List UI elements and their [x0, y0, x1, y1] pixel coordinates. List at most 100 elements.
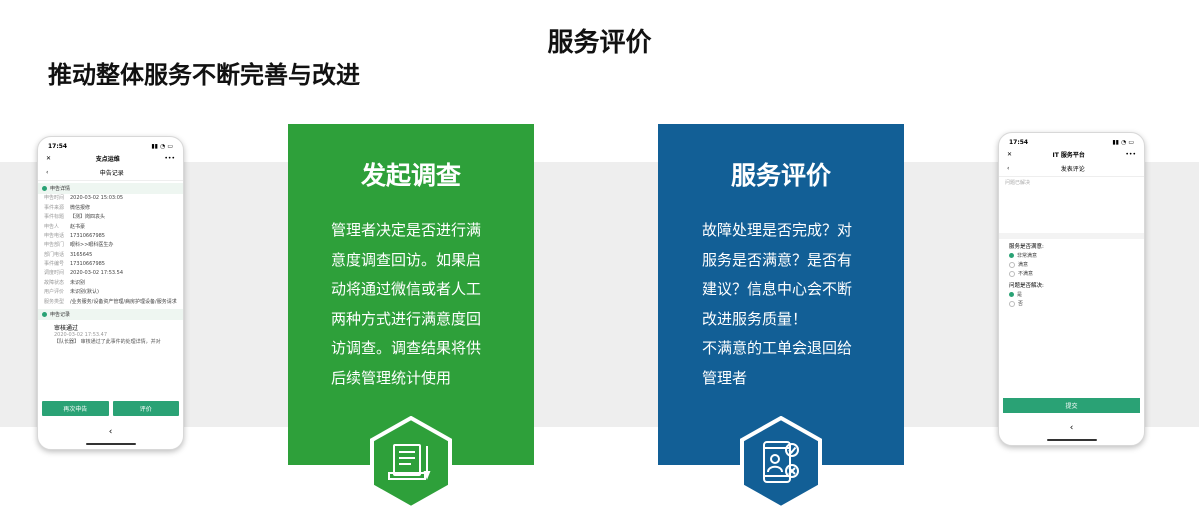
evaluation-line: 不满意的工单会退回给 — [702, 339, 853, 357]
more-icon[interactable]: ••• — [164, 155, 175, 162]
detail-key: 服务类型 — [44, 298, 65, 305]
timeline-text: 【队长器】 审核通过了此事件的处理详情，并对 — [54, 338, 161, 345]
app-title: IT 服务平台 — [1052, 152, 1085, 159]
option-label: 非常满意 — [1017, 253, 1038, 259]
radio-checked-icon — [1009, 253, 1014, 258]
status-bar: 17:54 ▮▮ ◔ ▭ — [999, 133, 1144, 148]
evaluation-card-title: 服务评价 — [730, 161, 831, 190]
detail-row: 故障状态未识别 — [38, 278, 183, 287]
evaluation-line: 建议？信息中心会不断 — [702, 280, 853, 298]
submit-button[interactable]: 提交 — [1003, 398, 1140, 413]
back-icon[interactable]: ‹ — [1069, 423, 1074, 433]
detail-row: 申告时间 2020-03-02 15:03:05 — [38, 194, 183, 203]
detail-key: 事件来源 — [44, 204, 65, 211]
page-header-title: 发表评论 — [1060, 166, 1085, 173]
home-indicator: ‹ — [999, 423, 1144, 441]
app-title: 支点运维 — [95, 156, 120, 163]
home-bar — [1046, 439, 1097, 441]
signal-battery-icon: ▮▮ ◔ ▭ — [1112, 139, 1134, 146]
back-chevron-icon[interactable]: ‹ — [46, 169, 49, 176]
option-label: 否 — [1018, 301, 1024, 307]
satisfaction-option[interactable]: 非常满意 — [999, 251, 1144, 260]
detail-value: 17310667985 — [70, 261, 105, 268]
detail-key: 申告时间 — [44, 195, 65, 202]
status-time: 17:54 — [48, 143, 68, 150]
evaluation-line: 改进服务质量！ — [702, 309, 808, 328]
rate-button[interactable]: 评价 — [112, 401, 179, 416]
detail-key: 申告部门 — [44, 242, 65, 249]
info-icon — [42, 311, 47, 317]
satisfaction-question: 服务是否满意: — [1009, 244, 1044, 250]
detail-value: 2020-03-02 17:53.54 — [70, 270, 124, 277]
detail-key: 事件标题 — [44, 214, 65, 221]
detail-value: 微信报修 — [70, 204, 91, 211]
detail-key: 申告人 — [44, 223, 60, 230]
info-icon — [42, 186, 47, 191]
option-label: 是 — [1017, 292, 1023, 298]
resolved-option[interactable]: 是 — [999, 290, 1144, 299]
status-bar: 17:54 ▮▮ ◔ ▭ — [38, 137, 183, 152]
detail-key: 用户评价 — [44, 289, 65, 296]
survey-document-icon — [370, 416, 452, 510]
detail-key: 故障状态 — [44, 279, 65, 286]
detail-row: 申告人 赵书豪 — [38, 222, 183, 231]
detail-value: 3165645 — [70, 251, 93, 258]
survey-line: 两种方式进行满意度回 — [331, 309, 482, 328]
page-header: ‹ 发表评论 — [999, 161, 1144, 177]
detail-row: 事件编号 17310667985 — [38, 260, 183, 269]
detail-value: 赵书豪 — [70, 223, 86, 230]
resolved-option[interactable]: 否 — [999, 299, 1144, 308]
evaluation-card-text: 故障处理是否完成？对 服务是否满意？是否有 建议？信息中心会不断 改进服务质量！… — [702, 216, 864, 393]
detail-key: 部门电话 — [44, 251, 65, 258]
detail-key: 调度时间 — [44, 270, 65, 277]
evaluation-card: 服务评价 故障处理是否完成？对 服务是否满意？是否有 建议？信息中心会不断 改进… — [658, 124, 904, 465]
back-chevron-icon[interactable]: ‹ — [1007, 165, 1010, 172]
option-label: 满意 — [1018, 262, 1029, 268]
detail-row: 用户评价未识别(默认) — [38, 288, 183, 297]
survey-line: 动将通过微信或者人工 — [331, 280, 482, 298]
survey-card-title: 发起调查 — [360, 161, 461, 190]
radio-unchecked-icon — [1009, 300, 1015, 307]
timeline-title: 审核通过 — [54, 324, 79, 332]
resubmit-button[interactable]: 再次申告 — [42, 401, 109, 416]
more-icon[interactable]: ••• — [1125, 151, 1136, 158]
survey-line: 访调查。调查结果将供 — [331, 339, 482, 357]
home-indicator: ‹ — [38, 427, 183, 445]
detail-row: 调度时间 2020-03-02 17:53.54 — [38, 269, 183, 278]
page-title: 服务评价 — [547, 28, 652, 58]
satisfaction-option[interactable]: 满意 — [999, 260, 1144, 269]
detail-row: 服务类型/业务服务/设备资产管理/病房护理设备/服务请求 — [38, 297, 183, 306]
home-bar — [85, 443, 136, 445]
close-icon[interactable]: ✕ — [46, 155, 52, 162]
option-label: 不满意 — [1018, 271, 1034, 277]
evaluation-line: 故障处理是否完成？对 — [702, 221, 853, 239]
comment-textarea[interactable]: 问题已解决 — [999, 177, 1144, 239]
detail-value: 【测】岗四袁头 — [70, 214, 106, 221]
back-icon[interactable]: ‹ — [108, 427, 113, 437]
radio-checked-icon — [1009, 292, 1014, 297]
survey-line: 后续管理统计使用 — [331, 368, 452, 387]
detail-value: 未识别 — [70, 279, 86, 286]
satisfaction-option[interactable]: 不满意 — [999, 269, 1144, 278]
detail-value: 2020-03-02 15:03:05 — [70, 195, 124, 202]
survey-card-text: 管理者决定是否进行满 意度调查回访。如果启 动将通过微信或者人工 两种方式进行满… — [331, 216, 493, 393]
detail-value: 17310667985 — [70, 232, 105, 239]
survey-card: 发起调查 管理者决定是否进行满 意度调查回访。如果启 动将通过微信或者人工 两种… — [288, 124, 534, 465]
evaluation-line: 管理者 — [702, 368, 748, 387]
action-buttons: 再次申告 评价 — [42, 401, 179, 416]
detail-value: 未识别(默认) — [70, 289, 99, 296]
page-header: ‹ 申告记录 — [38, 165, 183, 181]
detail-key: 事件编号 — [44, 261, 65, 268]
evaluation-line: 服务是否满意？是否有 — [702, 250, 853, 269]
radio-unchecked-icon — [1009, 261, 1015, 268]
detail-value: 眼科>>眼科医生办 — [70, 242, 114, 249]
signal-battery-icon: ▮▮ ◔ ▭ — [151, 143, 173, 150]
detail-section-label: 申告详情 — [50, 186, 71, 192]
app-nav: ✕ IT 服务平台 ••• — [999, 148, 1144, 161]
survey-line: 意度调查回访。如果启 — [331, 250, 482, 269]
record-section-header: 申告记录 — [38, 308, 183, 320]
timeline-time: 2020-03-02 17:53.47 — [54, 331, 108, 338]
close-icon[interactable]: ✕ — [1007, 151, 1013, 158]
record-section-label: 申告记录 — [50, 311, 71, 318]
detail-value: /业务服务/设备资产管理/病房护理设备/服务请求 — [70, 298, 177, 305]
